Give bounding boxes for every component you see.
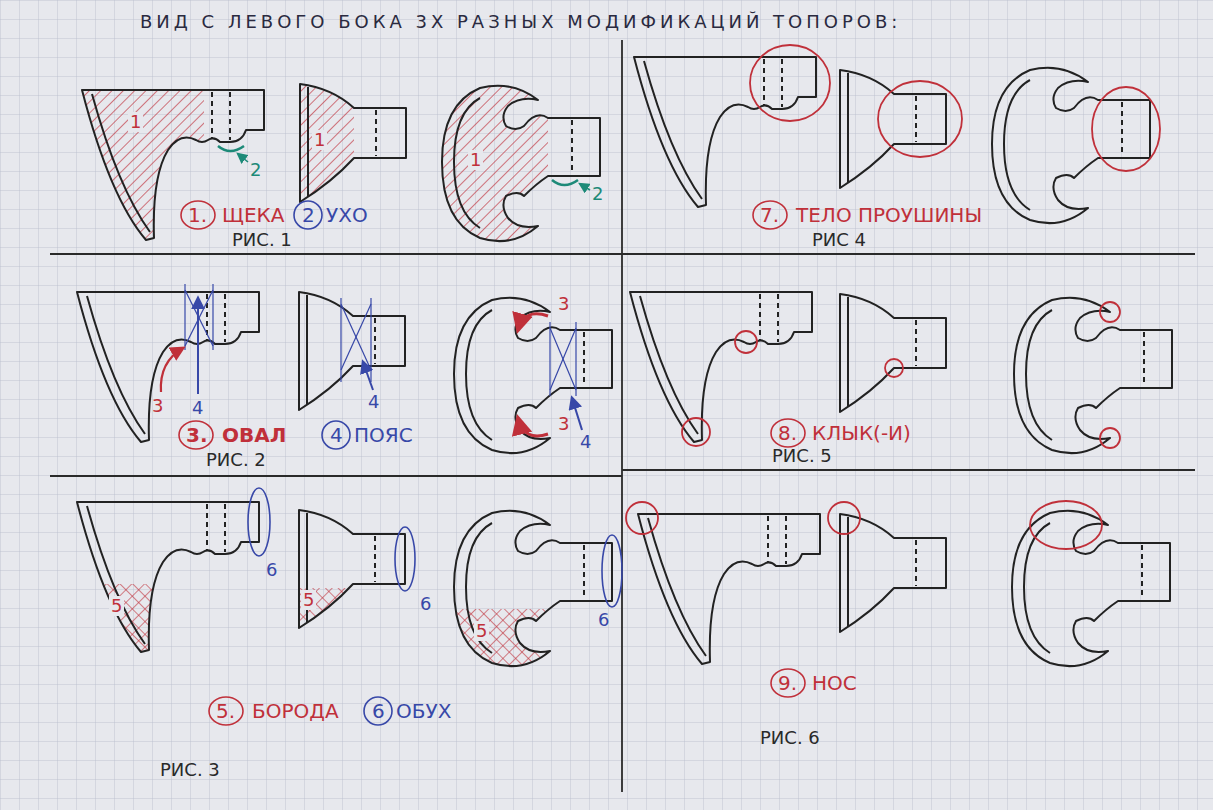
trapezoid-axe bbox=[828, 502, 946, 632]
figure-label: РИС. 1 bbox=[232, 230, 292, 250]
callout-number: 1 bbox=[128, 112, 143, 132]
callout-number: 1 bbox=[468, 150, 483, 170]
crescent-axe bbox=[440, 80, 600, 250]
legend-number: 8. bbox=[778, 422, 797, 444]
eye-body-mark bbox=[878, 81, 962, 157]
crescent-axe bbox=[1012, 501, 1170, 666]
butt-mark bbox=[395, 527, 415, 591]
butt-mark bbox=[248, 488, 270, 556]
callout-number: 4 bbox=[368, 392, 379, 412]
belt-arrow bbox=[572, 398, 582, 430]
part-name: ТЕЛО ПРОУШИНЫ bbox=[796, 204, 982, 226]
legend-circle bbox=[771, 669, 805, 697]
fang-mark bbox=[1100, 428, 1120, 448]
legend-circles bbox=[209, 697, 392, 725]
legend-number: 6 bbox=[372, 700, 385, 722]
belt-arrow bbox=[197, 298, 199, 394]
callout-number: 6 bbox=[420, 594, 431, 614]
figure-label: РИС. 6 bbox=[760, 728, 820, 748]
part-name: НОС bbox=[812, 672, 857, 694]
figure-label: РИС. 5 bbox=[772, 446, 832, 466]
part-name: КЛЫК(-И) bbox=[812, 422, 911, 444]
trapezoid-axe bbox=[297, 510, 415, 638]
butt-mark bbox=[602, 535, 622, 607]
callout-number: 6 bbox=[266, 560, 277, 580]
callout-number: 5 bbox=[301, 590, 316, 610]
bearded-axe bbox=[634, 45, 830, 207]
fang-mark bbox=[1100, 302, 1120, 322]
legend-number: 5. bbox=[216, 700, 235, 722]
eye-body-mark bbox=[750, 45, 830, 121]
oval-mark bbox=[518, 314, 548, 330]
belt-arrow bbox=[363, 362, 373, 390]
ear-mark bbox=[552, 180, 578, 185]
trapezoid-axe bbox=[840, 70, 962, 188]
callout-number: 4 bbox=[192, 398, 203, 418]
legend-number: 1. bbox=[188, 204, 207, 226]
bearded-axe bbox=[626, 502, 820, 664]
legend-circle bbox=[771, 419, 805, 447]
belt-hatch bbox=[550, 322, 576, 396]
figure-label: РИС. 2 bbox=[206, 450, 266, 470]
bearded-axe bbox=[630, 292, 812, 446]
diagram-title: ВИД С ЛЕВОГО БОКА 3Х РАЗНЫХ МОДИФИКАЦИЙ … bbox=[140, 12, 901, 32]
part-name: УХО bbox=[326, 204, 368, 226]
callout-number: 5 bbox=[109, 596, 124, 616]
part-name: ЩЕКА bbox=[222, 204, 284, 226]
beard-hatch bbox=[75, 584, 195, 664]
callout-number: 1 bbox=[312, 130, 327, 150]
callout-number: 3 bbox=[558, 294, 569, 314]
callout-number: 2 bbox=[250, 160, 261, 180]
callout-number: 2 bbox=[592, 184, 603, 204]
ear-arrow bbox=[580, 184, 590, 190]
crescent-axe bbox=[1014, 298, 1172, 453]
part-name: ОВАЛ bbox=[222, 424, 286, 446]
callout-number: 3 bbox=[558, 414, 569, 434]
oval-mark bbox=[518, 418, 548, 436]
callout-number: 3 bbox=[152, 396, 163, 416]
legend-number: 2 bbox=[302, 204, 315, 226]
ear-mark bbox=[218, 146, 244, 151]
part-name: ПОЯС bbox=[354, 424, 413, 446]
trapezoid-axe bbox=[299, 292, 405, 410]
bearded-axe bbox=[75, 488, 270, 664]
nose-mark bbox=[828, 502, 860, 534]
legend-circle bbox=[753, 201, 787, 229]
part-name: ОБУХ bbox=[396, 700, 451, 722]
fang-mark bbox=[885, 359, 903, 377]
crescent-axe bbox=[992, 68, 1160, 223]
nose-mark bbox=[1030, 501, 1102, 549]
legend-circles bbox=[181, 201, 322, 229]
legend-number: 7. bbox=[760, 204, 779, 226]
fang-mark bbox=[682, 418, 710, 446]
trapezoid-axe bbox=[298, 82, 406, 212]
crescent-axe bbox=[452, 511, 622, 679]
oval-arrow bbox=[161, 348, 183, 392]
nose-mark bbox=[626, 502, 658, 534]
legend-number: 9. bbox=[778, 672, 797, 694]
crescent-axe bbox=[454, 298, 612, 453]
bearded-axe bbox=[77, 284, 259, 442]
fang-mark bbox=[735, 331, 757, 353]
legend-number: 4 bbox=[330, 424, 343, 446]
eye-body-mark bbox=[1092, 87, 1160, 171]
figure-label: РИС. 3 bbox=[160, 760, 220, 780]
ear-arrow bbox=[238, 154, 248, 162]
figure-label: РИС 4 bbox=[812, 230, 866, 250]
part-name: БОРОДА bbox=[252, 700, 339, 722]
callout-number: 5 bbox=[474, 621, 489, 641]
trapezoid-axe bbox=[840, 294, 946, 412]
panel-dividers bbox=[50, 40, 1195, 792]
callout-number: 6 bbox=[598, 610, 609, 630]
callout-number: 4 bbox=[580, 432, 591, 452]
legend-number: 3. bbox=[186, 424, 208, 446]
legend-circles bbox=[179, 421, 350, 449]
